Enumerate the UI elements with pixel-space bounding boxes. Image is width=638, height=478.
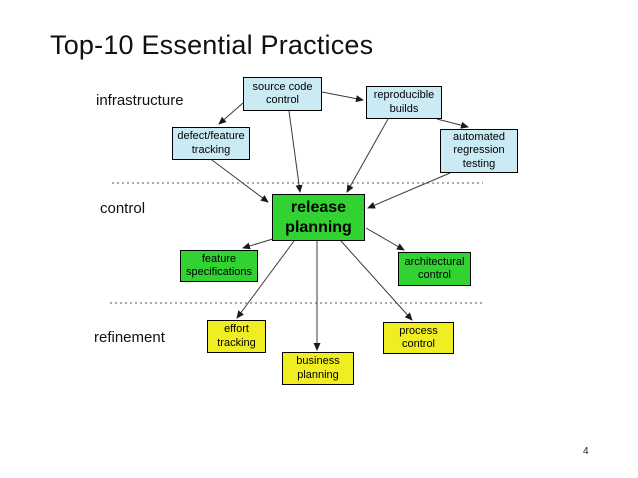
tier-label-control: control xyxy=(100,200,146,217)
node-release-planning: release planning xyxy=(272,194,365,241)
node-effort-tracking-label: effort tracking xyxy=(217,323,256,349)
arrow-reproducible-builds-to-release-planning xyxy=(346,118,389,193)
node-effort-tracking: effort tracking xyxy=(207,320,266,353)
node-defect-feature-tracking: defect/feature tracking xyxy=(172,127,250,160)
arrow-defect-feature-tracking-to-release-planning xyxy=(211,159,269,203)
node-defect-feature-tracking-label: defect/feature tracking xyxy=(177,130,245,156)
node-process-control-label: process control xyxy=(399,324,438,350)
node-architectural-control-label: architectural control xyxy=(404,255,465,281)
node-process-control: process control xyxy=(383,322,454,354)
arrow-release-planning-to-architectural-control xyxy=(365,227,405,251)
arrow-reproducible-builds-to-automated-regression-testing xyxy=(436,118,469,129)
node-source-code-control-label: source code control xyxy=(252,80,313,106)
slide-title: Top-10 Essential Practices xyxy=(50,30,374,60)
node-release-planning-label: release planning xyxy=(285,199,352,236)
node-business-planning: business planning xyxy=(282,352,354,385)
node-reproducible-builds: reproducible builds xyxy=(366,86,442,119)
node-architectural-control: architectural control xyxy=(398,252,471,286)
page-number: 4 xyxy=(583,446,589,457)
node-feature-specifications-label: feature specifications xyxy=(185,252,253,278)
arrow-source-code-control-to-reproducible-builds xyxy=(321,91,364,103)
node-feature-specifications: feature specifications xyxy=(180,250,258,282)
node-reproducible-builds-label: reproducible builds xyxy=(373,89,435,115)
arrow-automated-regression-testing-to-release-planning xyxy=(367,172,451,209)
arrow-source-code-control-to-defect-feature-tracking xyxy=(218,102,244,125)
tier-label-infrastructure: infrastructure xyxy=(96,92,184,109)
arrow-source-code-control-to-release-planning xyxy=(288,110,303,193)
node-automated-regression-testing-label: automated regression testing xyxy=(453,131,505,170)
node-business-planning-label: business planning xyxy=(296,355,340,381)
node-automated-regression-testing: automated regression testing xyxy=(440,129,518,173)
node-source-code-control: source code control xyxy=(243,77,322,111)
tier-label-refinement: refinement xyxy=(94,329,165,346)
